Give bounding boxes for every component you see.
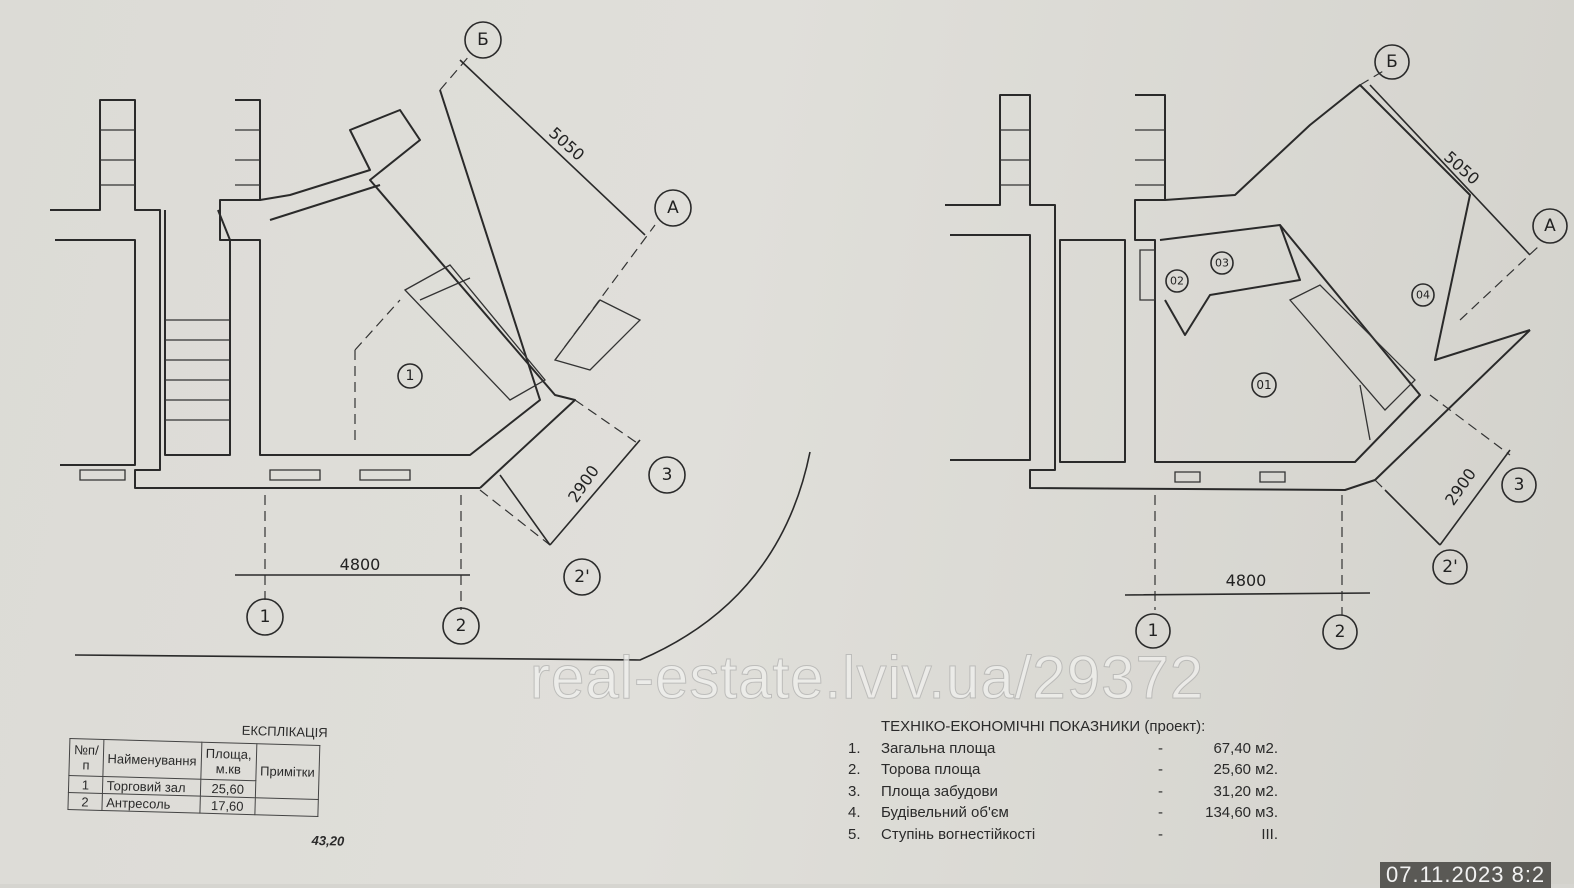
room-label-04: 04 [1416, 289, 1430, 302]
dimension-2900: 2900 [564, 462, 603, 506]
axis-label-a: А [667, 198, 679, 218]
indicator-dash: - [1158, 804, 1163, 821]
room-label-03: 03 [1215, 257, 1229, 270]
row-note [254, 797, 319, 817]
indicator-dash: - [1158, 761, 1163, 778]
dimension-4800: 4800 [1226, 571, 1267, 590]
room-label-02: 02 [1170, 275, 1184, 288]
axis-label-2-prime: 2' [574, 567, 590, 587]
left-floor-plan: Б А 3 2' 1 2 1 5050 2900 4800 [50, 21, 811, 661]
indicators-title: ТЕХНІКО-ЕКОНОМІЧНІ ПОКАЗНИКИ (проект): [881, 718, 1206, 735]
indicator-name: Загальна площа [881, 739, 996, 757]
indicator-row: 1. Загальна площа - 67,40 м2. [848, 738, 1278, 760]
indicator-row: 3. Площа забудови - 31,20 м2. [848, 781, 1278, 803]
header-name: Найменування [102, 739, 202, 780]
dimension-5050: 5050 [545, 123, 588, 164]
header-area: Площа, м.кв [200, 742, 257, 781]
indicator-value: 134,60 м3. [1205, 804, 1278, 821]
indicator-name: Будівельний об'єм [881, 804, 1009, 821]
indicator-value: 25,60 м2. [1213, 761, 1278, 778]
indicator-row: 2. Торова площа - 25,60 м2. [848, 759, 1278, 781]
indicator-name: Ступінь вогнестійкості [881, 825, 1036, 843]
indicator-number: 4. [848, 804, 861, 821]
axis-label-1: 1 [260, 607, 271, 627]
indicator-dash: - [1158, 825, 1163, 843]
photo-timestamp: 07.11.2023 8:2 [1380, 862, 1552, 888]
room-label-01: 01 [1256, 378, 1271, 392]
watermark: real-estate.lviv.ua/29372 [529, 644, 1205, 711]
technical-indicators: ТЕХНІКО-ЕКОНОМІЧНІ ПОКАЗНИКИ (проект): 1… [848, 716, 1278, 845]
right-floor-plan: Б А 3 2' 1 2 01 02 03 04 5050 2900 4800 [945, 44, 1568, 650]
row-area: 17,60 [199, 796, 255, 815]
axis-label-2: 2 [456, 616, 467, 636]
indicator-value: 67,40 м2. [1213, 739, 1278, 757]
indicator-dash: - [1158, 739, 1163, 757]
axis-label-b: Б [477, 30, 489, 50]
row-number: 1 [68, 775, 103, 794]
axis-label-3: 3 [1514, 475, 1525, 495]
row-name: Антресоль [101, 793, 201, 814]
header-number: №п/п [68, 738, 104, 777]
row-area: 25,60 [200, 779, 256, 798]
axis-label-2: 2 [1335, 622, 1346, 642]
axis-label-2-prime: 2' [1442, 557, 1458, 577]
row-number: 2 [67, 792, 103, 811]
indicator-value: III. [1261, 825, 1278, 843]
dimension-4800: 4800 [340, 555, 381, 574]
indicator-number: 1. [848, 739, 861, 757]
axis-label-b: Б [1386, 52, 1398, 72]
indicator-number: 5. [848, 825, 861, 843]
axis-label-a: А [1544, 216, 1556, 236]
indicator-number: 3. [848, 782, 861, 800]
indicator-number: 2. [848, 761, 861, 778]
room-label: 1 [406, 368, 415, 384]
indicator-name: Площа забудови [881, 782, 998, 800]
dimension-2900: 2900 [1441, 465, 1480, 509]
axis-label-1: 1 [1148, 621, 1159, 641]
indicator-value: 31,20 м2. [1213, 782, 1278, 800]
axis-label-3: 3 [662, 465, 673, 485]
indicator-row: 5. Ступінь вогнестійкості - III. [848, 824, 1278, 846]
explication-total: 43,20 [311, 832, 345, 849]
indicator-dash: - [1158, 782, 1163, 800]
indicator-row: 4. Будівельний об'єм - 134,60 м3. [848, 802, 1278, 824]
indicator-name: Торова площа [881, 761, 981, 778]
header-notes: Примітки [254, 743, 320, 800]
